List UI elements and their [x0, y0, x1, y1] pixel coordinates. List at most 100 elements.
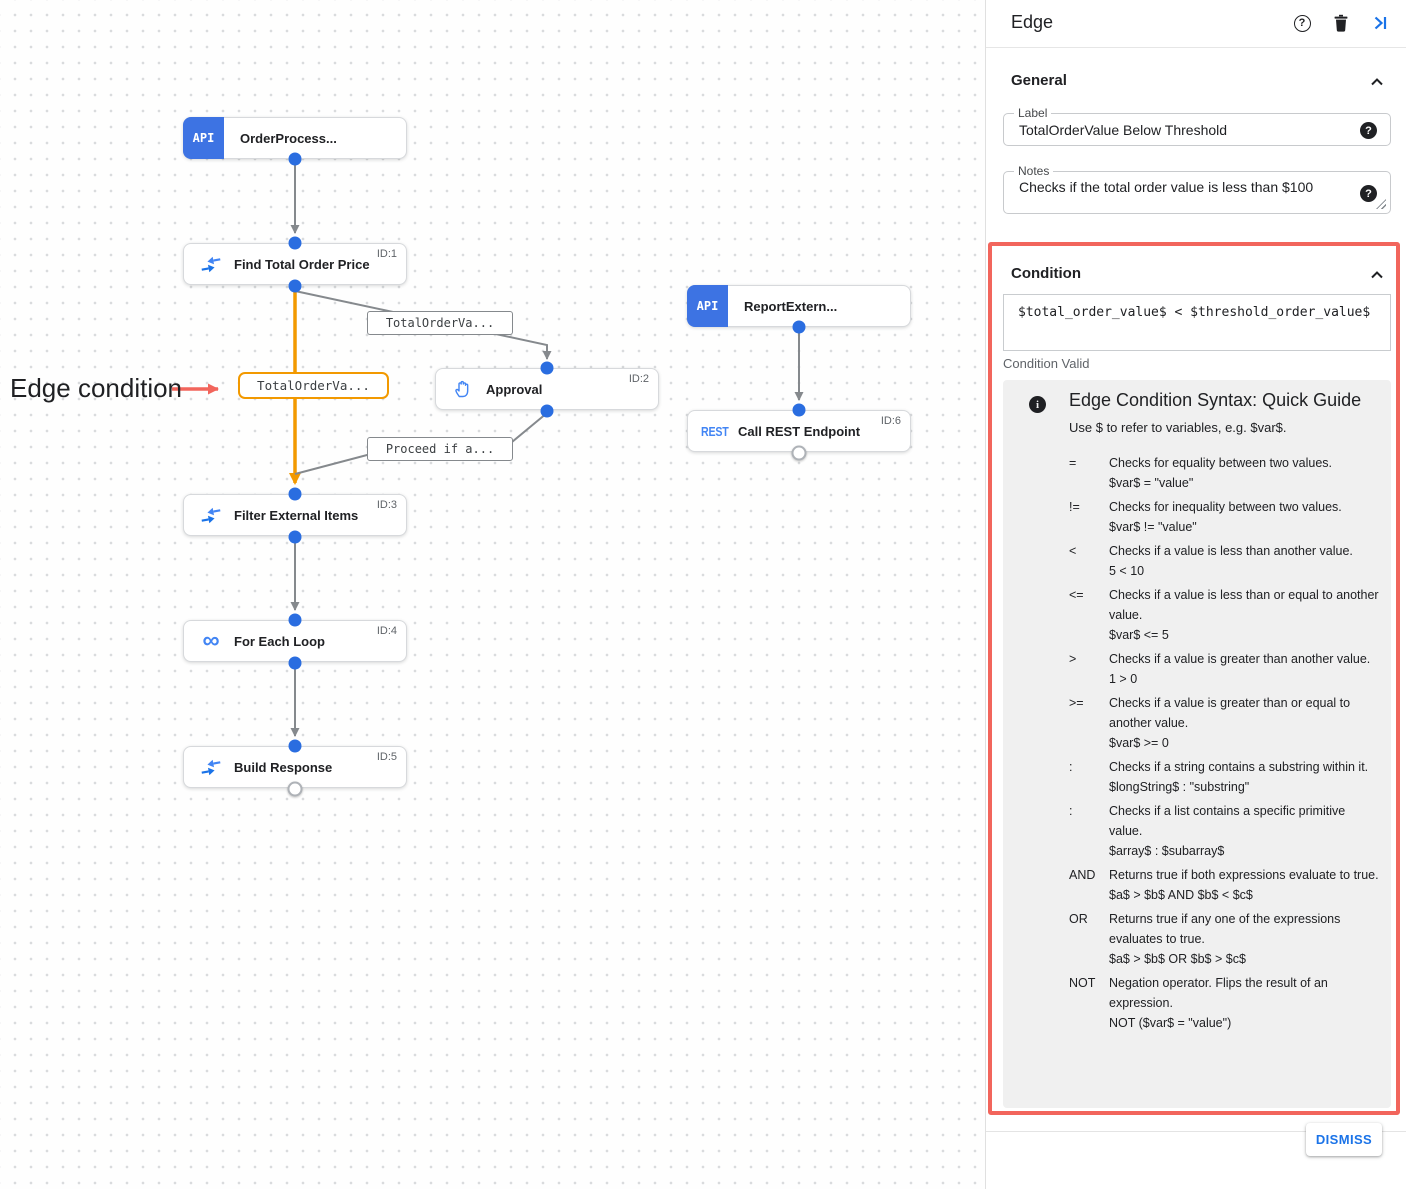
- guide-desc: Checks if a string contains a substring …: [1109, 760, 1369, 774]
- panel-footer-divider: [986, 1131, 1406, 1132]
- guide-desc: Returns true if any one of the expressio…: [1109, 912, 1341, 946]
- node-build-response[interactable]: Build Response ID:5: [183, 746, 407, 788]
- resize-handle[interactable]: [1376, 199, 1386, 209]
- node-find-total-order-price[interactable]: Find Total Order Price ID:1: [183, 243, 407, 285]
- condition-expression[interactable]: $total_order_value$ < $threshold_order_v…: [1018, 305, 1371, 320]
- connector-dot-open[interactable]: [287, 781, 303, 797]
- api-trigger-icon: API: [183, 117, 224, 159]
- guide-op: <=: [1069, 588, 1084, 602]
- guide-op: :: [1069, 760, 1073, 774]
- node-filter-external-items[interactable]: Filter External Items ID:3: [183, 494, 407, 536]
- guide-op: >: [1069, 652, 1077, 666]
- guide-row: : Checks if a string contains a substrin…: [1069, 757, 1385, 797]
- node-label: Call REST Endpoint: [738, 423, 861, 439]
- hand-approval-icon: [450, 379, 476, 399]
- connector-dot[interactable]: [288, 487, 302, 501]
- node-report-extern-trigger[interactable]: API ReportExtern...: [687, 285, 911, 327]
- connector-dot[interactable]: [288, 656, 302, 670]
- guide-op: <: [1069, 544, 1077, 558]
- panel-title: Edge: [1011, 12, 1054, 32]
- guide-row: != Checks for inequality between two val…: [1069, 497, 1385, 537]
- connector-dot[interactable]: [540, 361, 554, 375]
- label-field-value[interactable]: TotalOrderValue Below Threshold: [1019, 122, 1228, 138]
- guide-intro: Use $ to refer to variables, e.g. $var$.: [1069, 420, 1287, 435]
- guide-op: :: [1069, 804, 1073, 818]
- node-label: Find Total Order Price: [234, 256, 370, 272]
- connector-dot[interactable]: [288, 613, 302, 627]
- edge-lines: [172, 162, 804, 737]
- guide-desc: Checks for inequality between two values…: [1109, 500, 1342, 514]
- condition-input[interactable]: $total_order_value$ < $threshold_order_v…: [1003, 294, 1391, 351]
- node-label: OrderProcess...: [240, 130, 337, 146]
- label-field[interactable]: Label TotalOrderValue Below Threshold ?: [1003, 106, 1391, 146]
- guide-example: $var$ <= 5: [1109, 628, 1169, 642]
- guide-example: $array$ : $subarray$: [1109, 844, 1225, 858]
- api-trigger-icon: API: [687, 285, 728, 327]
- help-icon[interactable]: ?: [1292, 13, 1312, 33]
- connector-dot[interactable]: [288, 530, 302, 544]
- edge-label-totalordervalue-selected[interactable]: TotalOrderVa...: [238, 372, 389, 399]
- connector-dot[interactable]: [792, 320, 806, 334]
- guide-example: $var$ = "value": [1109, 476, 1194, 490]
- guide-title: Edge Condition Syntax: Quick Guide: [1069, 390, 1362, 410]
- guide-row: <= Checks if a value is less than or equ…: [1069, 585, 1385, 645]
- field-help-icon[interactable]: ?: [1360, 185, 1377, 202]
- guide-row: OR Returns true if any one of the expres…: [1069, 909, 1385, 969]
- dismiss-button[interactable]: DISMISS: [1306, 1123, 1382, 1156]
- trash-icon[interactable]: [1331, 13, 1351, 33]
- connector-dot[interactable]: [288, 236, 302, 250]
- guide-desc: Checks if a value is less than or equal …: [1109, 588, 1379, 622]
- panel-header: Edge ?: [986, 0, 1406, 48]
- condition-status: Condition Valid: [1003, 356, 1090, 371]
- node-id: ID:6: [880, 415, 901, 427]
- connector-dot-open[interactable]: [791, 445, 807, 461]
- guide-desc: Checks if a value is greater than anothe…: [1109, 652, 1371, 666]
- edge-label-totalordervalue[interactable]: TotalOrderVa...: [367, 311, 513, 335]
- node-call-rest-endpoint[interactable]: REST Call REST Endpoint ID:6: [687, 410, 911, 452]
- guide-example: $a$ > $b$ OR $b$ > $c$: [1109, 952, 1246, 966]
- guide-op: =: [1069, 456, 1077, 470]
- guide-op: OR: [1069, 912, 1088, 926]
- node-label: Filter External Items: [234, 507, 359, 523]
- chevron-up-icon[interactable]: [1370, 270, 1384, 280]
- guide-op: AND: [1069, 868, 1096, 882]
- connector-dot[interactable]: [540, 404, 554, 418]
- connector-dot[interactable]: [288, 279, 302, 293]
- annotation-edge-condition: Edge condition: [10, 373, 183, 403]
- guide-op: NOT: [1069, 976, 1096, 990]
- node-label: Approval: [486, 381, 543, 397]
- guide-desc: Checks if a value is less than another v…: [1109, 544, 1353, 558]
- guide-row: AND Returns true if both expressions eva…: [1069, 865, 1385, 905]
- node-id: ID:2: [628, 373, 649, 385]
- connector-dot[interactable]: [288, 152, 302, 166]
- data-mapping-icon: [198, 507, 224, 523]
- notes-field-legend: Notes: [1014, 164, 1054, 178]
- collapse-panel-icon[interactable]: [1370, 13, 1390, 33]
- node-for-each-loop[interactable]: ∞ For Each Loop ID:4: [183, 620, 407, 662]
- node-id: ID:1: [376, 248, 397, 260]
- guide-row: NOT Negation operator. Flips the result …: [1069, 973, 1385, 1033]
- section-condition: Condition: [1011, 265, 1081, 282]
- guide-desc: Checks if a list contains a specific pri…: [1109, 804, 1346, 838]
- node-id: ID:3: [376, 499, 397, 511]
- guide-desc: Checks if a value is greater than or equ…: [1109, 696, 1351, 730]
- guide-rows: = Checks for equality between two values…: [1069, 453, 1385, 1037]
- field-help-icon[interactable]: ?: [1360, 122, 1377, 139]
- notes-field-value[interactable]: Checks if the total order value is less …: [1019, 179, 1314, 195]
- info-icon: i: [1029, 396, 1046, 413]
- connector-dot[interactable]: [792, 403, 806, 417]
- chevron-up-icon[interactable]: [1370, 77, 1384, 87]
- condition-syntax-guide: i Edge Condition Syntax: Quick Guide Use…: [1003, 380, 1391, 1108]
- guide-row: >= Checks if a value is greater than or …: [1069, 693, 1385, 753]
- node-approval[interactable]: Approval ID:2: [435, 368, 659, 410]
- data-mapping-icon: [198, 256, 224, 272]
- guide-example: 1 > 0: [1109, 672, 1138, 686]
- node-order-process-trigger[interactable]: API OrderProcess...: [183, 117, 407, 159]
- flow-canvas[interactable]: API OrderProcess... Find Total Order Pri…: [0, 0, 985, 1189]
- node-label: For Each Loop: [234, 633, 325, 649]
- edge-label-proceed-if[interactable]: Proceed if a...: [367, 437, 513, 461]
- connector-dot[interactable]: [288, 739, 302, 753]
- node-label: ReportExtern...: [744, 298, 838, 314]
- notes-field[interactable]: Notes Checks if the total order value is…: [1003, 164, 1391, 214]
